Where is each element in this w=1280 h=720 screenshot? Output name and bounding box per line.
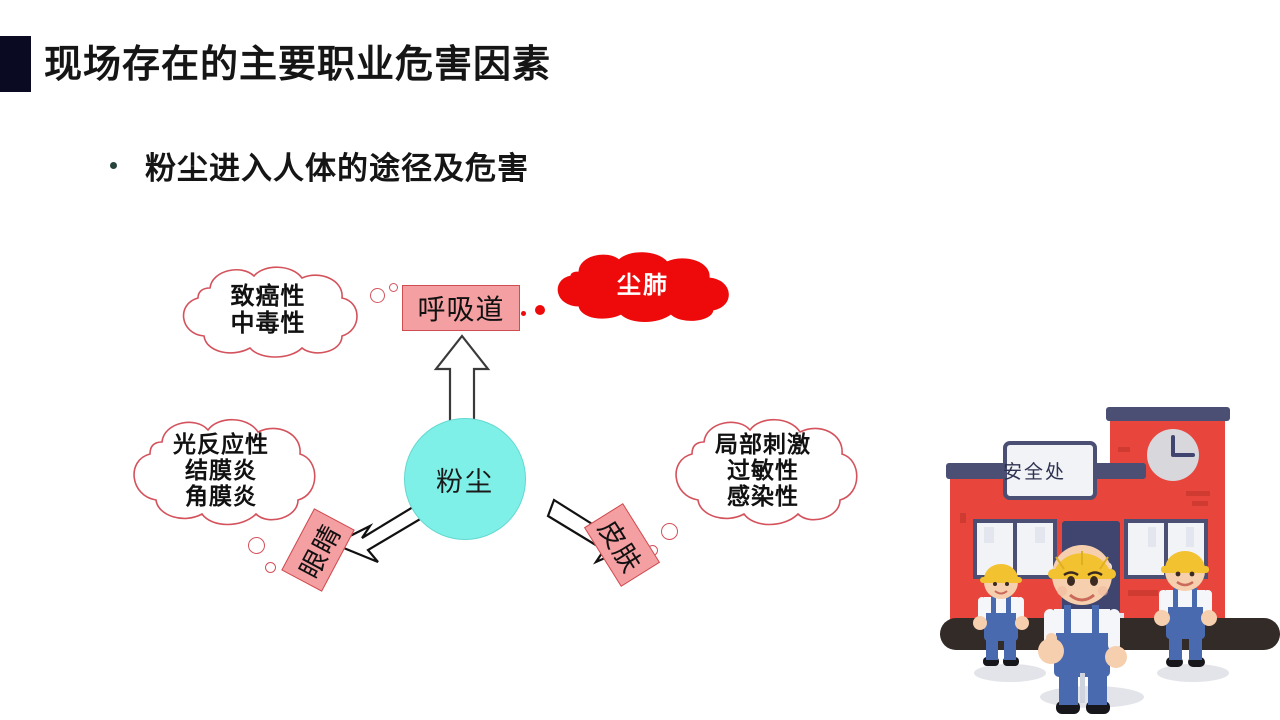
thought-bubble-dot xyxy=(661,523,678,540)
bullet-text: 粉尘进入人体的途径及危害 xyxy=(145,150,529,186)
thought-bubble-dot xyxy=(370,288,385,303)
arrow-up-to-respiratory xyxy=(433,334,491,424)
cloud-skin-diseases: 局部刺激 过敏性 感染性 xyxy=(660,412,866,530)
cloud-eye-diseases: 光反应性 结膜炎 角膜炎 xyxy=(118,412,324,530)
page-title: 现场存在的主要职业危害因素 xyxy=(44,44,552,86)
title-accent-bar xyxy=(0,36,31,92)
center-node-dust: 粉尘 xyxy=(404,418,526,540)
thought-bubble-dot xyxy=(265,562,276,573)
bullet-dot-icon xyxy=(110,161,117,169)
cloud-pneumoconiosis: 尘肺 xyxy=(543,250,743,322)
safety-office-illustration xyxy=(860,385,1280,720)
bullet-row: 粉尘进入人体的途径及危害 xyxy=(110,140,529,190)
cloud-carcinogenic-toxic: 致癌性 中毒性 xyxy=(168,262,368,360)
safety-office-sign-text: 安全处 xyxy=(1003,462,1067,483)
thought-bubble-dot xyxy=(389,283,398,292)
thought-bubble-dot xyxy=(248,537,265,554)
thought-bubble-dot-red xyxy=(535,305,545,315)
route-box-respiratory: 呼吸道 xyxy=(402,285,520,331)
thought-bubble-dot-red xyxy=(521,311,526,316)
